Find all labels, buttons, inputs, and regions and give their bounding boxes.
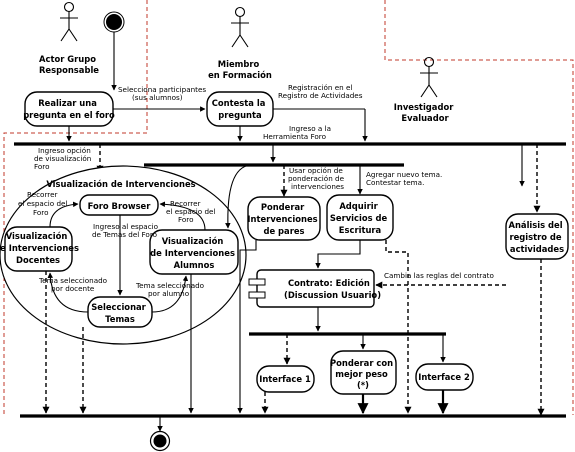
activity-interface2-text: Interface 2 [418,372,470,382]
actor-label-miembro: Miembro en Formación [208,59,272,80]
label-tema-docente: Tema seleccionado por docente [38,276,109,293]
swimlane-divider-2 [384,0,574,415]
flow-seleccionar-to-docentes [47,272,89,313]
activity-interface-1[interactable] [256,365,315,393]
activity-seleccionar-text: Seleccionar Temas [91,302,148,324]
label-ingreso-espacio: Ingreso al espacio de Temas del Foro [92,222,160,239]
activity-ponderar-pares[interactable] [247,196,321,241]
final-node [149,430,171,452]
label-recorrer-der: Recorrer el espacio del Foro [166,199,218,224]
activity-analisis-text: Análisis del registro de actividades [508,220,565,254]
vis-intervenciones-title: Visualización de Intervenciones [46,179,195,189]
component-contrato[interactable] [248,269,375,308]
label-usar-opcion: Usar opción de ponderación de intervenci… [288,166,346,191]
activity-vis-docentes[interactable] [4,226,73,272]
actor-icon-investigador [420,56,438,98]
flow-seleccionar-to-alumnos [151,275,189,313]
initial-node [103,11,125,33]
activity-adquirir-text: Adquirir Servicios de Escritura [330,201,390,235]
activity-ponderar-pares-text: Ponderar Intervenciones de pares [247,202,320,236]
actor-label-grupo: Actor Grupo Responsable [39,54,99,75]
label-cambia-reglas: Cambia las reglas del contrato [384,271,494,280]
activity-analisis-registro[interactable] [505,213,569,260]
label-recorrer-izq: Recorrer el espacio del Foro [18,190,70,217]
actor-icon-miembro [231,6,249,48]
activity-ponderar-mejor-text: Ponderar con mejor peso (*) [330,358,396,390]
activity-vis-alumnos-text: Visualización de Intervenciones Alumnos [150,236,238,270]
label-ingreso-opcion: Ingreso opción de visualización Foro [34,146,94,171]
flow-second-to-alumnos [225,164,251,229]
label-registracion: Registración en el Registro de Actividad… [278,83,363,100]
label-selecciona: Selecciona participantes (sus alumnos) [118,85,208,102]
vis-intervenciones-container [0,165,247,345]
label-tema-alumno: Tema seleccionado por alumno [135,281,206,298]
activity-foro-browser-text: Foro Browser [88,201,152,211]
activity-foro-browser[interactable] [79,194,159,216]
activity-contesta-text: Contesta la pregunta [212,98,269,120]
flow-ponderar-pares-to-final [237,240,257,414]
activity-vis-alumnos[interactable] [149,229,239,275]
actor-label-investigador: Investigador Evaluador [394,102,457,123]
actor-icon-grupo [60,1,78,42]
flow-alumnos-to-browser [159,201,206,231]
activity-interface1-text: Interface 1 [259,374,311,384]
activity-realizar-text: Realizar una pregunta en el foro [23,98,115,120]
component-contrato-text: Contrato: Edición (Discussion Usuario) [284,278,381,300]
activity-interface-2[interactable] [415,363,474,391]
flow-docentes-to-browser [49,201,79,228]
flow-adquirir-side-to-final [385,240,412,414]
label-ingreso-herramienta: Ingreso a la Herramienta Foro [263,124,333,141]
flow-adquirir-to-contrato [315,240,361,269]
label-agregar: Agregar nuevo tema. Contestar tema. [366,170,445,187]
activity-vis-docentes-text: Visualización de Intervenciones Docentes [0,231,82,265]
